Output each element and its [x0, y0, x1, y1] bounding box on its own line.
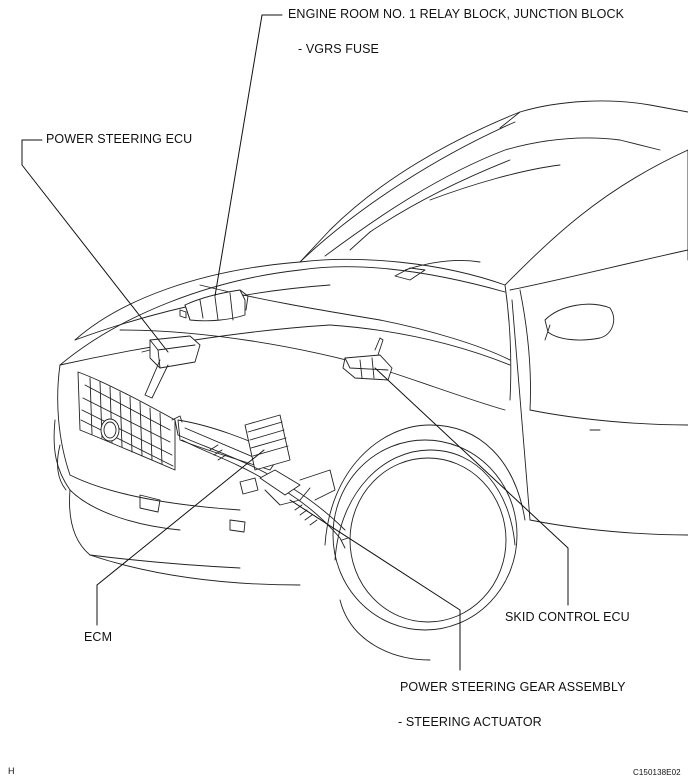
label-ecm: ECM	[84, 630, 113, 644]
ecm-component	[244, 414, 291, 471]
skid-control-ecu-component	[342, 337, 393, 381]
relay-block-component	[179, 289, 249, 322]
label-power-steering-gear-assembly: POWER STEERING GEAR ASSEMBLY	[400, 680, 626, 694]
leader-lines	[21, 14, 569, 671]
corner-mark-left: H	[8, 766, 15, 776]
label-skid-control-ecu: SKID CONTROL ECU	[505, 610, 630, 624]
car-body	[53, 100, 688, 661]
front-grille	[77, 371, 176, 471]
label-power-steering-ecu: POWER STEERING ECU	[46, 132, 193, 146]
steering-gear-component	[171, 415, 349, 549]
power-steering-ecu-component	[141, 335, 201, 399]
label-vgrs-fuse: - VGRS FUSE	[298, 42, 379, 56]
label-steering-actuator: - STEERING ACTUATOR	[398, 715, 542, 729]
label-engine-room-relay-block: ENGINE ROOM NO. 1 RELAY BLOCK, JUNCTION …	[288, 7, 625, 21]
figure-code: C150138E02	[633, 768, 681, 777]
